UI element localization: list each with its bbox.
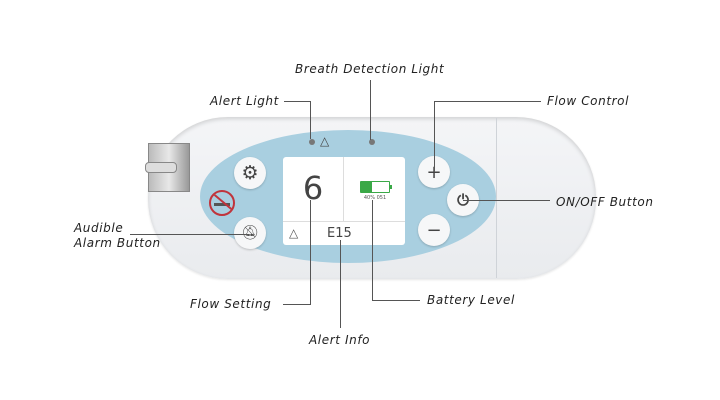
leader-line-breath: [370, 80, 371, 140]
no-smoking-icon: [209, 190, 235, 216]
settings-button[interactable]: ⚙: [234, 157, 266, 189]
leader-line-battery-h: [372, 300, 420, 301]
battery-text: 40% 051: [363, 195, 387, 201]
label-alert-light: Alert Light: [210, 94, 279, 108]
alert-triangle-icon: △: [320, 134, 330, 148]
alert-light-led: [309, 139, 315, 145]
leader-line-alert-info: [340, 240, 341, 328]
label-audible-alarm-1: Audible: [74, 221, 124, 235]
gear-icon: ⚙: [241, 162, 259, 184]
flow-decrease-button[interactable]: −: [418, 214, 450, 246]
oxygen-outlet-connector: [145, 143, 190, 192]
label-alert-info: Alert Info: [309, 333, 371, 347]
label-flow-control: Flow Control: [547, 94, 630, 108]
minus-icon: −: [426, 219, 442, 241]
alert-code: E15: [327, 226, 352, 241]
leader-line-audible: [130, 234, 248, 235]
leader-line-alert-light-h: [284, 101, 311, 102]
label-flow-setting: Flow Setting: [190, 297, 272, 311]
leader-line-alert-light-v: [310, 101, 311, 139]
muted-bell-icon: 🔕︎: [241, 225, 259, 241]
plus-icon: +: [426, 161, 442, 183]
leader-line-battery-v: [372, 200, 373, 301]
flow-setting-value: 6: [302, 169, 324, 207]
flow-increase-button[interactable]: +: [418, 156, 450, 188]
leader-line-flow-setting-h: [283, 304, 311, 305]
display-screen: 6 40% 051 △ E15: [283, 157, 405, 245]
leader-line-flow-control-v: [434, 101, 435, 171]
alert-triangle-icon: △: [289, 226, 299, 240]
label-battery-level: Battery Level: [427, 293, 515, 307]
leader-line-flow-setting-v: [310, 200, 311, 305]
label-breath-detection-light: Breath Detection Light: [295, 62, 445, 76]
device-endcap-divider: [496, 118, 497, 278]
battery-icon: [360, 181, 392, 193]
breath-detection-led: [369, 139, 375, 145]
leader-line-flow-control-h: [434, 101, 541, 102]
audible-alarm-button[interactable]: 🔕︎: [234, 217, 266, 249]
label-audible-alarm-2: Alarm Button: [74, 236, 161, 250]
leader-line-onoff: [463, 200, 550, 201]
label-on-off-button: ON/OFF Button: [556, 195, 654, 209]
